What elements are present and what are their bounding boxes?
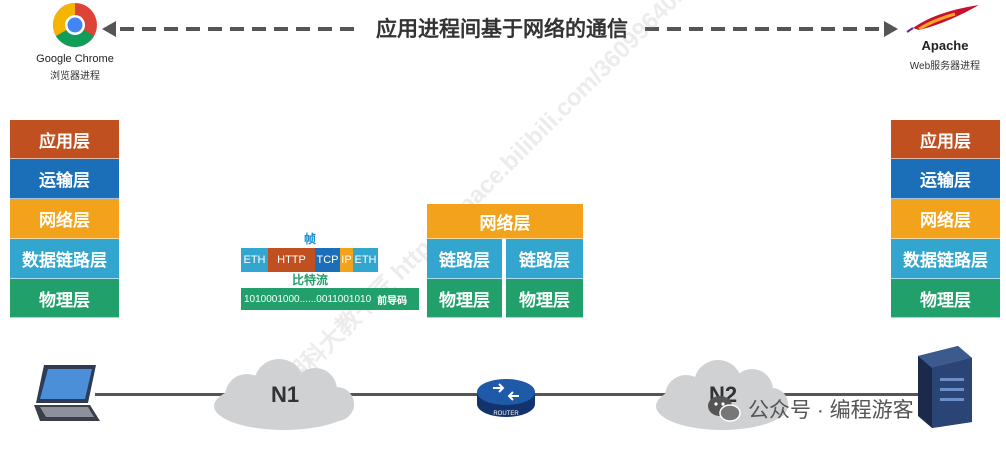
right-app-layer: 应用层 <box>891 120 1000 159</box>
brand-overlay: 公众号 · 编程游客 <box>706 394 914 424</box>
router-network-layer: 网络层 <box>427 204 583 239</box>
bitstream-bar: 1010001000......0011001010 前导码 <box>241 288 419 310</box>
router-label: ROUTER <box>493 411 519 417</box>
watermark: 湖科大教书匠 https://space.bilibili.com/360996… <box>279 0 804 393</box>
header-arrow <box>102 21 898 37</box>
cloud-n1-icon <box>214 359 354 430</box>
bitstream-preamble: 前导码 <box>377 295 408 307</box>
chrome-logo-icon <box>53 3 97 47</box>
header-title: 应用进程间基于网络的通信 <box>376 18 628 41</box>
right-physical-layer: 物理层 <box>891 279 1000 318</box>
server-name: Apache <box>921 38 969 53</box>
n1-label: N1 <box>270 382 300 407</box>
frame-eth-header: ETH <box>241 248 268 272</box>
brand-text: 公众号 · 编程游客 <box>748 399 914 422</box>
frame-eth-trailer: ETH <box>353 248 378 272</box>
left-physical-layer: 物理层 <box>10 279 119 318</box>
router-physical-layer-right: 物理层 <box>506 279 583 318</box>
frame-title: 帧 <box>303 232 316 246</box>
router-physical-layer-left: 物理层 <box>427 279 504 318</box>
laptop-icon <box>34 365 100 421</box>
left-app-layer: 应用层 <box>10 120 119 159</box>
wechat-icon <box>708 396 741 422</box>
left-transport-layer: 运输层 <box>10 159 119 199</box>
client-sub: 浏览器进程 <box>50 71 100 82</box>
frame-http: HTTP <box>268 248 315 272</box>
frame-tcp: TCP <box>315 248 340 272</box>
server-sub: Web服务器进程 <box>909 61 981 72</box>
bitstream-title: 比特流 <box>291 273 328 287</box>
router-icon <box>477 379 535 417</box>
apache-feather-icon <box>906 5 979 33</box>
left-network-layer: 网络层 <box>10 199 119 239</box>
right-transport-layer: 运输层 <box>891 159 1000 199</box>
client-name: Google Chrome <box>36 53 114 65</box>
router-link-layer-right: 链路层 <box>506 239 583 279</box>
right-network-layer: 网络层 <box>891 199 1000 239</box>
bitstream-bits: 1010001000......0011001010 <box>244 293 372 305</box>
server-icon <box>918 346 972 428</box>
frame-ip: IP <box>340 248 353 272</box>
router-link-layer-left: 链路层 <box>427 239 504 279</box>
right-datalink-layer: 数据链路层 <box>891 239 1000 279</box>
left-datalink-layer: 数据链路层 <box>10 239 119 279</box>
